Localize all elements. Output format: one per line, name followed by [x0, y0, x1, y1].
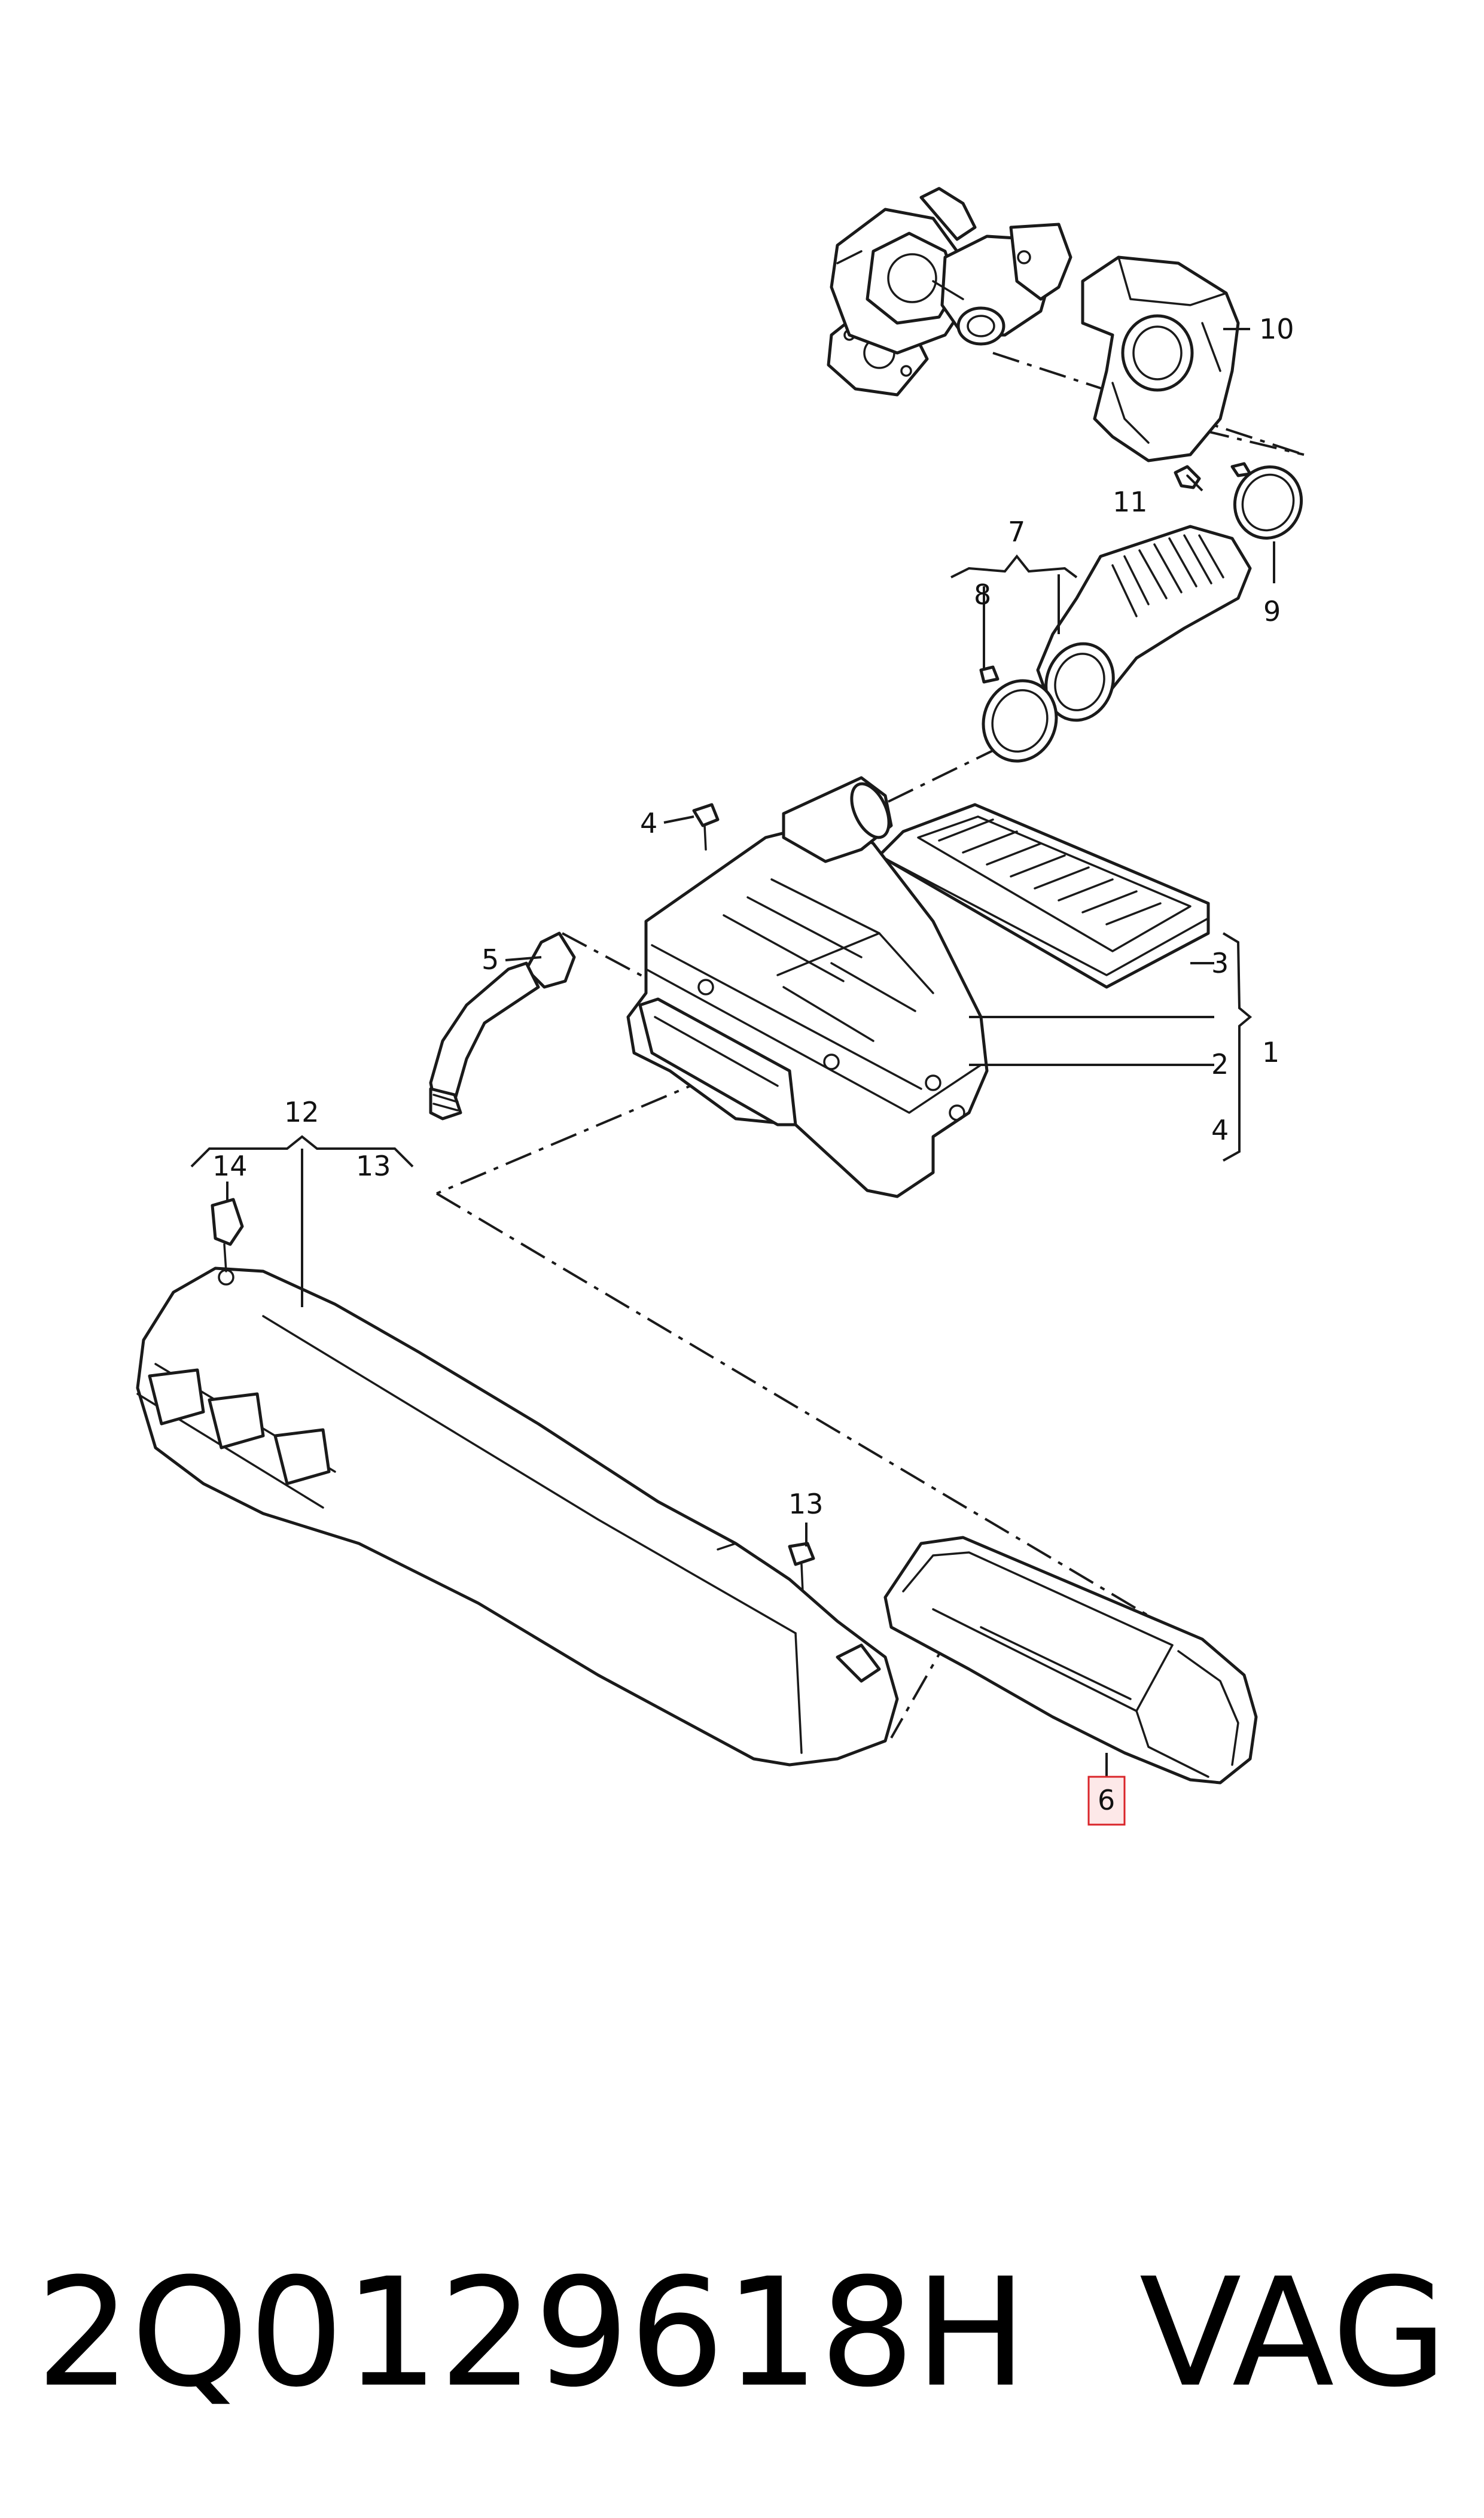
breather-hose [429, 931, 576, 1121]
callout-labels: 10 11 9 7 8 4 5 3 2 1 4 12 14 13 13 6 [212, 313, 1294, 1816]
duct-screw [788, 1542, 815, 1593]
callout-13-screw: 13 [788, 1488, 824, 1520]
callout-11: 11 [1113, 486, 1148, 518]
hose-clamp-lower [979, 665, 1058, 763]
housing-screw [692, 803, 720, 851]
callout-10: 10 [1259, 313, 1294, 345]
brand-name: VAG [1139, 2246, 1448, 2420]
air-filter-housing [626, 776, 989, 1198]
sensor-clip [211, 1198, 244, 1286]
callout-2: 2 [1211, 1048, 1229, 1080]
callout-9: 9 [1263, 595, 1281, 628]
callout-4-kit: 4 [1211, 1114, 1229, 1146]
highlight-box [1087, 1776, 1126, 1826]
air-inlet-scoop [883, 1536, 1258, 1785]
callout-4-screw: 4 [640, 807, 657, 839]
callout-3: 3 [1211, 947, 1229, 979]
callout-7: 7 [1008, 516, 1025, 548]
part-info-footer: 2Q0129618H VAG [36, 2237, 1448, 2453]
turbocharger [827, 187, 1072, 397]
callout-leaders [190, 328, 1275, 1780]
callout-6: 6 [1098, 1784, 1115, 1816]
hose-clamp-upper [1230, 462, 1303, 540]
callout-1: 1 [1262, 1036, 1279, 1068]
turbo-outlet-housing [1081, 255, 1240, 462]
lower-air-duct [136, 1266, 899, 1767]
air-intake-hose [1036, 525, 1252, 722]
callout-12: 12 [284, 1096, 319, 1128]
callout-13-kit: 13 [356, 1150, 391, 1182]
callout-5: 5 [482, 943, 499, 976]
callout-14: 14 [212, 1150, 248, 1182]
part-number: 2Q0129618H [36, 2246, 1028, 2420]
callout-8: 8 [974, 578, 991, 611]
